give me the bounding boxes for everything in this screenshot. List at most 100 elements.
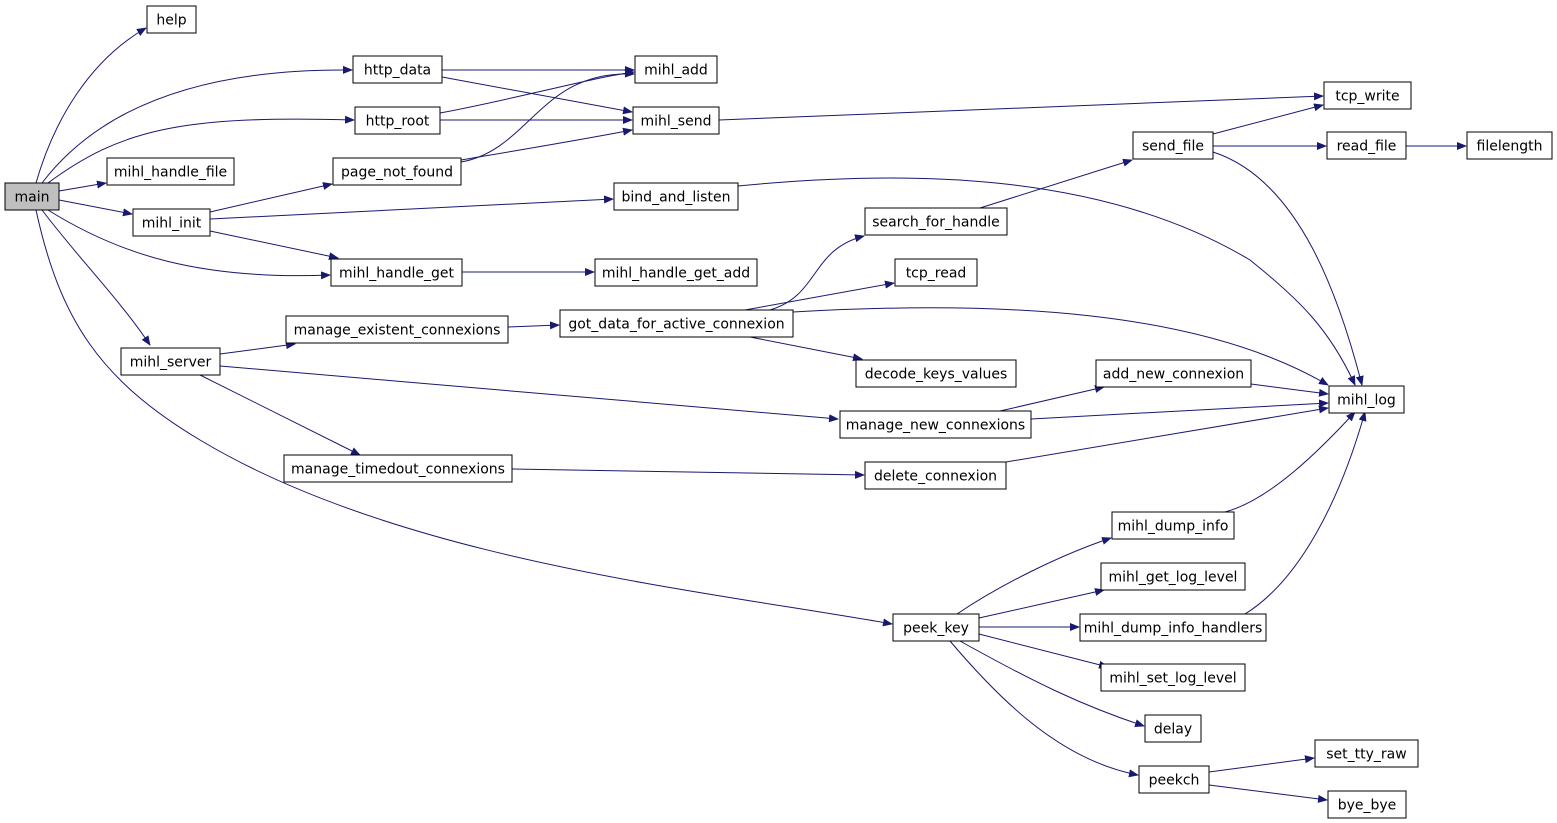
node-box (1100, 663, 1246, 692)
node-box (1328, 385, 1405, 414)
node-mihl-log[interactable]: mihl_log (1328, 385, 1405, 414)
edge-peek_key-to-mihl_set_log_level (978, 633, 1109, 669)
node-label: http_data (364, 63, 431, 79)
edge-main-to-mihl_server (41, 209, 151, 346)
node-box (613, 182, 739, 211)
node-mihl-get-log-level[interactable]: mihl_get_log_level (1100, 562, 1246, 591)
edge-send_file-to-mihl_log (1212, 151, 1364, 386)
node-label: bye_bye (1338, 798, 1397, 814)
edge-got_data_for_active_connexion-to-decode_keys_values (749, 336, 863, 362)
node-box (1327, 790, 1407, 819)
edge-peekch-to-set_tty_raw (1208, 755, 1315, 773)
node-delete-connexion[interactable]: delete_connexion (864, 461, 1007, 490)
node-read-file[interactable]: read_file (1326, 131, 1407, 160)
node-box (285, 315, 509, 344)
node-box (1079, 613, 1267, 642)
node-box (894, 258, 978, 287)
edge-http_root-to-mihl_add (439, 69, 635, 114)
node-http-root[interactable]: http_root (354, 106, 441, 135)
edge-got_data_for_active_connexion-to-tcp_read (744, 280, 895, 311)
edge-search_for_handle-to-send_file (979, 158, 1133, 209)
node-decode-keys-values[interactable]: decode_keys_values (855, 359, 1017, 388)
edge-got_data_for_active_connexion-to-mihl_log (792, 307, 1329, 386)
node-http-data[interactable]: http_data (352, 55, 443, 84)
node-box (594, 258, 758, 287)
node-box (632, 106, 720, 135)
node-mihl-add[interactable]: mihl_add (634, 55, 718, 84)
node-main[interactable]: main (4, 182, 60, 211)
node-peekch[interactable]: peekch (1138, 765, 1210, 794)
node-mihl-dump-info-handlers[interactable]: mihl_dump_info_handlers (1079, 613, 1267, 642)
node-delay[interactable]: delay (1144, 714, 1202, 743)
node-label: tcp_read (906, 266, 967, 282)
node-label: mihl_dump_info (1118, 519, 1229, 535)
node-box (106, 157, 235, 186)
node-box (283, 454, 513, 483)
node-label: add_new_connexion (1103, 367, 1244, 383)
node-box (354, 106, 441, 135)
edge-mihl_send-to-tcp_write (718, 92, 1324, 121)
node-send-file[interactable]: send_file (1132, 131, 1214, 160)
node-got-data-for-active-connexion[interactable]: got_data_for_active_connexion (559, 309, 794, 338)
node-box (352, 55, 443, 84)
node-box (1132, 131, 1214, 160)
edge-manage_new_connexions-to-mihl_log (1030, 399, 1329, 420)
node-box (892, 613, 980, 642)
node-box (1326, 131, 1407, 160)
node-manage-timedout-connexions[interactable]: manage_timedout_connexions (283, 454, 513, 483)
node-set-tty-raw[interactable]: set_tty_raw (1314, 739, 1419, 768)
edge-page_not_found-to-mihl_send (460, 127, 633, 161)
node-tcp-write[interactable]: tcp_write (1323, 81, 1412, 110)
node-peek-key[interactable]: peek_key (892, 613, 980, 642)
node-label: main (15, 190, 50, 206)
node-tcp-read[interactable]: tcp_read (894, 258, 978, 287)
node-box (864, 461, 1007, 490)
edge-manage_new_connexions-to-add_new_connexion (999, 385, 1105, 412)
edge-main-to-http_data (41, 65, 353, 184)
edge-delete_connexion-to-mihl_log (1005, 405, 1329, 463)
node-manage-existent-connexions[interactable]: manage_existent_connexions (285, 315, 509, 344)
node-manage-new-connexions[interactable]: manage_new_connexions (839, 410, 1032, 439)
node-label: http_root (366, 114, 430, 130)
node-label: mihl_get_log_level (1109, 570, 1238, 586)
node-box (855, 359, 1017, 388)
edge-manage_existent_connexions-to-got_data_for_active_connexion (507, 321, 560, 330)
node-label: manage_new_connexions (846, 418, 1025, 434)
node-label: mihl_log (1337, 393, 1396, 409)
edge-mihl_server-to-manage_timedout_connexions (199, 374, 361, 456)
node-box (332, 157, 462, 186)
node-help[interactable]: help (146, 5, 197, 34)
node-label: help (156, 13, 186, 29)
node-box (864, 207, 1008, 236)
node-box (4, 182, 60, 211)
node-box (839, 410, 1032, 439)
edge-main-to-help (35, 27, 147, 184)
node-page-not-found[interactable]: page_not_found (332, 157, 462, 186)
node-mihl-init[interactable]: mihl_init (132, 208, 211, 237)
node-mihl-server[interactable]: mihl_server (120, 347, 221, 376)
node-box (559, 309, 794, 338)
node-bind-and-listen[interactable]: bind_and_listen (613, 182, 739, 211)
node-mihl-dump-info[interactable]: mihl_dump_info (1111, 511, 1235, 540)
node-box (1466, 131, 1553, 160)
node-label: search_for_handle (872, 215, 999, 231)
edge-peek_key-to-delay (959, 640, 1145, 727)
node-mihl-send[interactable]: mihl_send (632, 106, 720, 135)
node-label: mihl_handle_file (114, 165, 227, 181)
node-filelength[interactable]: filelength (1466, 131, 1553, 160)
node-search-for-handle[interactable]: search_for_handle (864, 207, 1008, 236)
node-label: mihl_dump_info_handlers (1084, 621, 1263, 637)
node-bye-bye[interactable]: bye_bye (1327, 790, 1407, 819)
node-mihl-handle-get[interactable]: mihl_handle_get (330, 258, 463, 287)
edge-manage_timedout_connexions-to-delete_connexion (511, 468, 865, 479)
node-label: read_file (1337, 139, 1397, 155)
node-add-new-connexion[interactable]: add_new_connexion (1095, 359, 1252, 388)
node-box (1138, 765, 1210, 794)
node-mihl-handle-get-add[interactable]: mihl_handle_get_add (594, 258, 758, 287)
node-box (1144, 714, 1202, 743)
node-mihl-handle-file[interactable]: mihl_handle_file (106, 157, 235, 186)
node-label: mihl_add (644, 63, 708, 79)
node-box (132, 208, 211, 237)
node-mihl-set-log-level[interactable]: mihl_set_log_level (1100, 663, 1246, 692)
edge-peek_key-to-peekch (949, 640, 1139, 778)
